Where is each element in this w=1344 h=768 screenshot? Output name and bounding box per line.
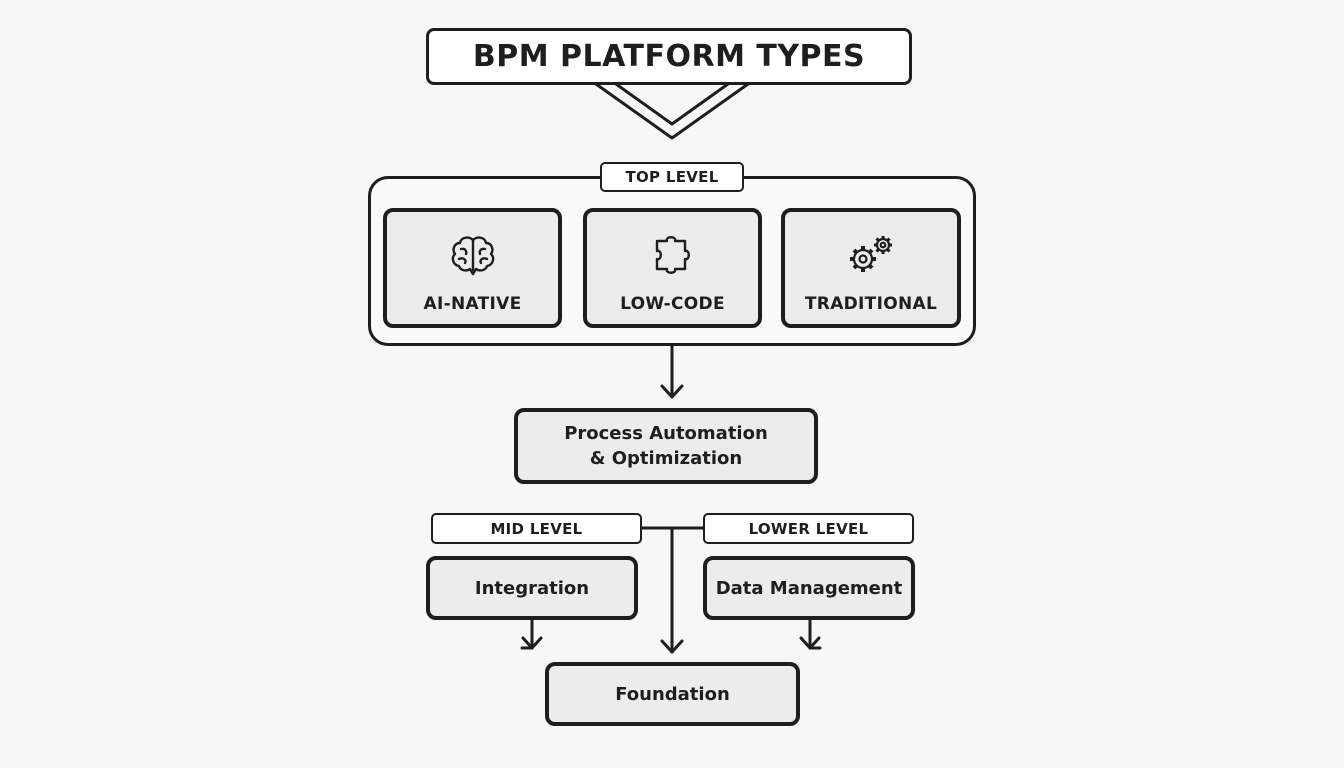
process-line-2: & Optimization — [589, 448, 743, 469]
card-low-code: LOW-CODE — [583, 208, 762, 328]
card-label: LOW-CODE — [620, 294, 725, 314]
brain-icon — [449, 232, 497, 280]
card-label: TRADITIONAL — [804, 294, 938, 314]
gears-icon — [843, 232, 899, 280]
lower-level-tag: LOWER LEVEL — [703, 513, 914, 544]
data-management-box: Data Management — [703, 556, 915, 620]
card-label: AI-NATIVE — [423, 294, 522, 314]
top-level-tag: TOP LEVEL — [600, 162, 744, 192]
title-pointer — [594, 82, 750, 140]
integration-box: Integration — [426, 556, 638, 620]
process-line-1: Process Automation — [564, 423, 768, 444]
arrow-data-management-down — [808, 617, 822, 650]
card-traditional: TRADITIONAL — [781, 208, 961, 328]
puzzle-icon — [651, 232, 695, 280]
card-ai-native: AI-NATIVE — [383, 208, 562, 328]
diagram-title: BPM PLATFORM TYPES — [426, 28, 912, 85]
foundation-box: Foundation — [545, 662, 800, 726]
mid-level-tag: MID LEVEL — [431, 513, 642, 544]
process-automation-box: Process Automation & Optimization — [514, 408, 818, 484]
arrow-integration-down — [520, 617, 534, 650]
